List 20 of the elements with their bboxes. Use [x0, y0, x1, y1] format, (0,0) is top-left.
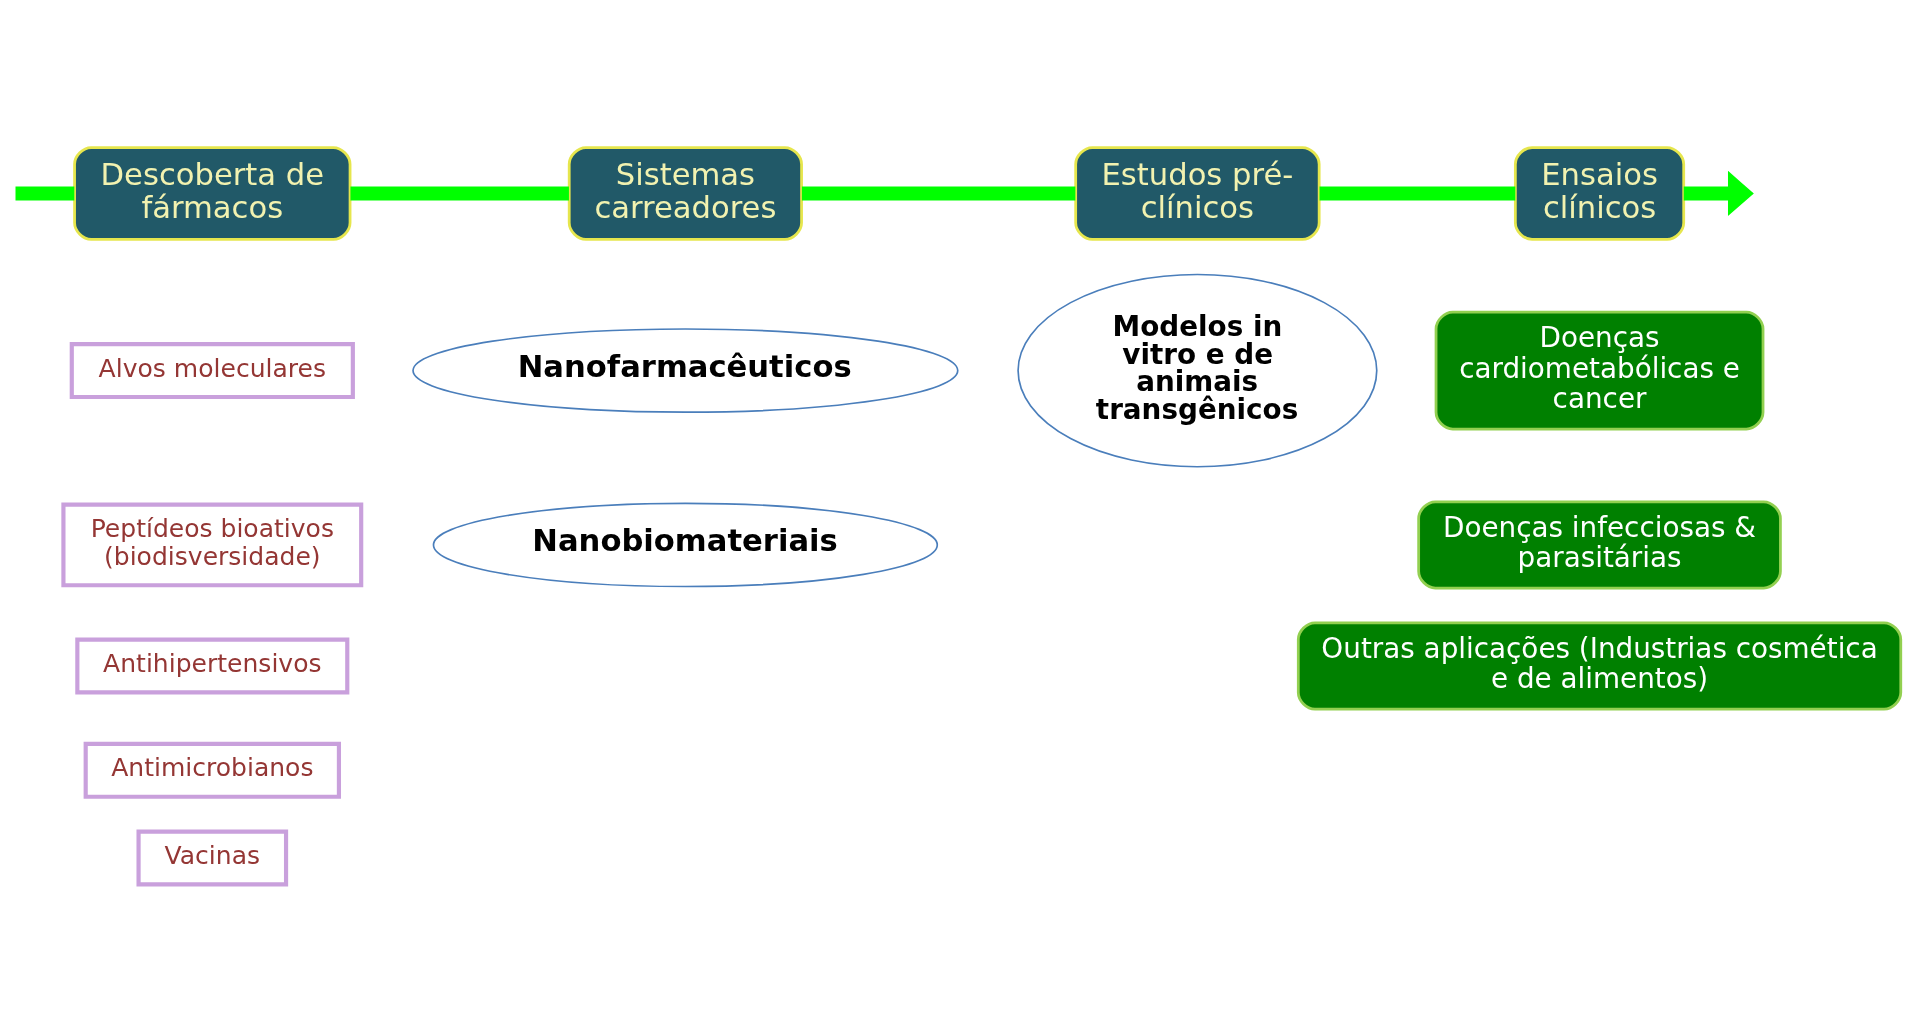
node-box: Vacinas	[136, 829, 289, 887]
node-box: Descoberta de fármacos	[73, 146, 352, 241]
arrow	[1683, 170, 1754, 217]
node-box: Antihipertensivos	[75, 637, 350, 695]
connector	[801, 186, 1076, 201]
connector	[1319, 186, 1516, 201]
node-box: Doenças cardiometabólicas e cancer	[1434, 310, 1765, 431]
node-box: Estudos pré-clínicos	[1074, 146, 1321, 241]
connector	[15, 186, 75, 201]
node-box: Sistemas carreadores	[567, 146, 803, 241]
node-box: Peptídeos bioativos (biodisversidade)	[61, 502, 364, 588]
node-ellipse: Modelos in vitro e de animais transgênicos	[1017, 273, 1378, 468]
node-box: Alvos moleculares	[69, 342, 355, 400]
connector	[350, 186, 569, 201]
node-ellipse: Nanofarmacêuticos	[412, 328, 959, 414]
node-box: Antimicrobianos	[83, 741, 341, 799]
node-ellipse: Nanobiomateriais	[432, 502, 939, 588]
node-box: Outras aplicações (Industrias cosmética e de alimentos)	[1296, 621, 1903, 711]
node-box: Doenças infecciosas & parasitárias	[1417, 500, 1782, 590]
node-box: Ensaios clínicos	[1513, 146, 1686, 241]
